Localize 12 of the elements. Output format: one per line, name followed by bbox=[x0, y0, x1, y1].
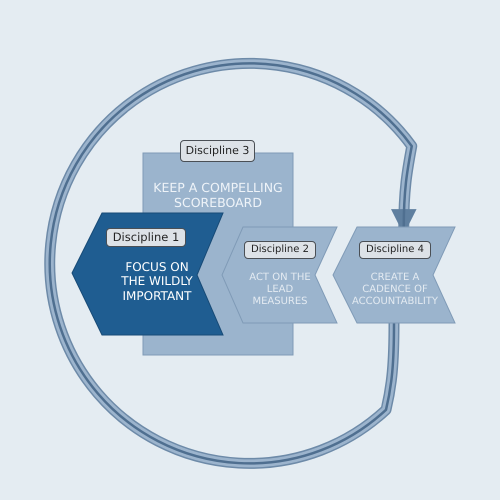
discipline-tag: Discipline 4 bbox=[359, 241, 431, 259]
discipline-tag: Discipline 1 bbox=[106, 228, 186, 247]
chevron-shape bbox=[222, 227, 337, 323]
cycle-arrow bbox=[46, 60, 417, 468]
discipline-tag: Discipline 3 bbox=[180, 140, 255, 162]
discipline-title: FOCUS ON THE WILDLY IMPORTANT bbox=[120, 260, 194, 304]
discipline-title: CREATE A CADENCE OF ACCOUNTABILITY bbox=[350, 272, 440, 308]
discipline-title: ACT ON THE LEAD MEASURES bbox=[249, 272, 311, 308]
chevron-shape bbox=[72, 213, 223, 335]
discipline-tag: Discipline 2 bbox=[244, 241, 316, 259]
chevron-shape bbox=[333, 227, 455, 323]
discipline-title: KEEP A COMPELLING SCOREBOARD bbox=[152, 180, 284, 210]
